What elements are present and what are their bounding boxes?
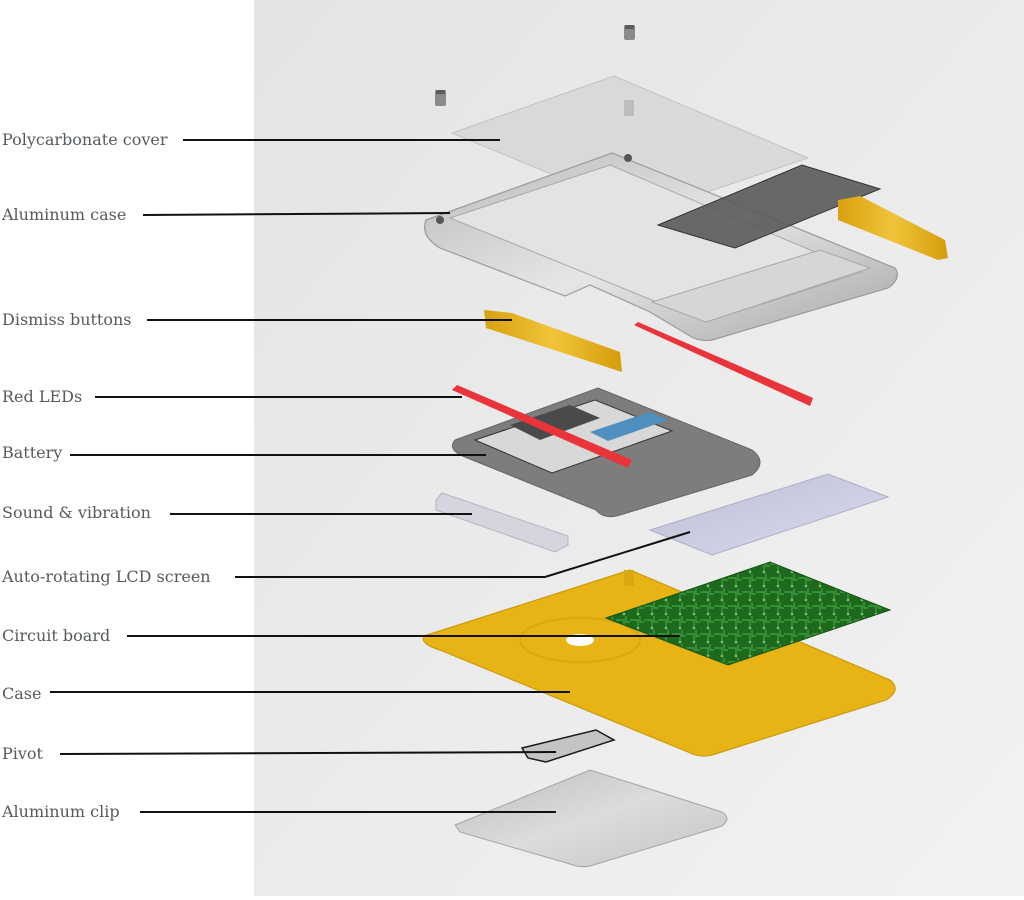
- dismiss-button-left: [484, 310, 622, 372]
- label-circuit-board: Circuit board: [2, 626, 111, 645]
- dismiss-button-right: [838, 196, 948, 260]
- aluminum-clip: [454, 769, 728, 868]
- label-aluminum-clip: Aluminum clip: [2, 802, 120, 821]
- leader-lines: [50, 139, 691, 813]
- label-dismiss-buttons: Dismiss buttons: [2, 310, 132, 329]
- screw-icon: [435, 90, 446, 106]
- dark-window: [656, 164, 882, 249]
- leader-aluminum-case: [142, 212, 451, 216]
- label-sound-vibration: Sound & vibration: [2, 503, 151, 522]
- red-led-bottom: [452, 385, 632, 468]
- leader-lcd-screen: [235, 531, 691, 578]
- sound-vibration-module: [435, 492, 569, 553]
- label-case: Case: [2, 684, 42, 703]
- circuit-board: [604, 561, 892, 666]
- label-battery: Battery: [2, 443, 63, 462]
- label-pivot: Pivot: [2, 744, 43, 763]
- leader-pivot: [59, 751, 557, 755]
- screw-icon: [624, 25, 635, 40]
- label-lcd-screen: Auto-rotating LCD screen: [2, 567, 211, 586]
- label-aluminum-case: Aluminum case: [2, 205, 127, 224]
- lcd-screen: [648, 473, 890, 556]
- label-polycarbonate-cover: Polycarbonate cover: [2, 130, 168, 149]
- aluminum-case: [424, 152, 898, 342]
- red-led-top: [634, 322, 813, 406]
- label-red-leds: Red LEDs: [2, 387, 83, 406]
- pivot: [520, 729, 616, 763]
